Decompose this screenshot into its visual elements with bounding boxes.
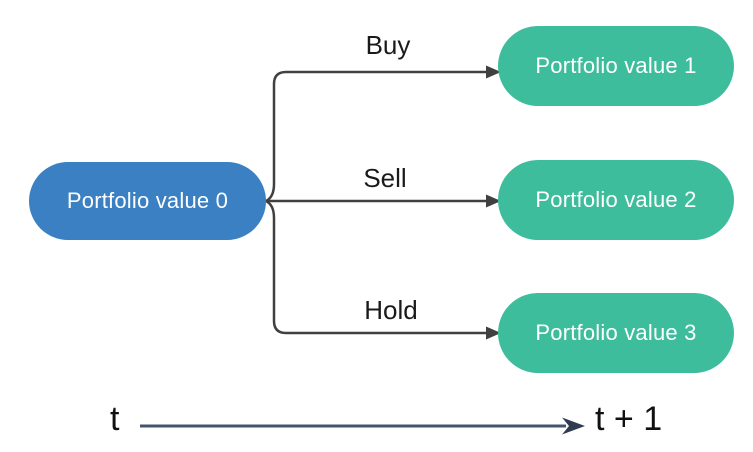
node-portfolio-value-2: Portfolio value 2 [498, 160, 734, 240]
node-portfolio-value-3-label: Portfolio value 3 [535, 320, 697, 345]
edge-hold-arrowhead-icon [486, 326, 501, 340]
node-portfolio-value-0-label: Portfolio value 0 [66, 188, 229, 213]
edge-buy-line [264, 70, 489, 203]
node-portfolio-value-3: Portfolio value 3 [498, 293, 734, 373]
edge-buy-arrowhead-icon [486, 65, 501, 79]
node-portfolio-value-2-label: Portfolio value 2 [535, 187, 697, 212]
edge-label-sell: Sell [363, 163, 407, 193]
node-portfolio-value-0: Portfolio value 0 [29, 162, 266, 240]
timeline-start-label: t [110, 400, 120, 438]
timeline-arrowhead-icon [562, 417, 585, 435]
edge-label-hold: Hold [364, 295, 418, 325]
node-portfolio-value-1-label: Portfolio value 1 [535, 53, 697, 78]
timeline-end-label: t + 1 [595, 400, 663, 438]
node-portfolio-value-1: Portfolio value 1 [498, 26, 734, 106]
edge-label-buy: Buy [365, 30, 411, 60]
edge-sell-arrowhead-icon [486, 194, 501, 208]
edge-hold-line [264, 199, 489, 335]
